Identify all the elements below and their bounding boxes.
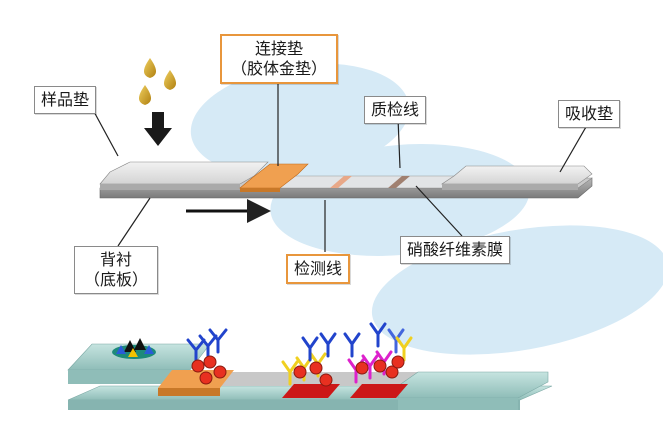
sample-drops: [138, 58, 177, 105]
backing-line1: 背衬: [99, 250, 132, 269]
label-sample-pad: 样品垫: [34, 86, 97, 114]
down-arrow-icon: [144, 112, 172, 146]
drop-icon: [143, 58, 157, 78]
backing-line2: （底板）: [83, 270, 148, 289]
bg-blob-top: [190, 63, 410, 177]
label-control-line: 质检线: [364, 96, 427, 124]
test-zone-block: [282, 384, 340, 398]
conjugate-pad-line2: （胶体金垫）: [230, 59, 327, 78]
bottom-absorbent-pad: [397, 371, 549, 399]
label-nitrocellulose-membrane: 硝酸纤维素膜: [400, 236, 511, 264]
sample-pad: [99, 161, 269, 185]
drop-icon: [138, 85, 152, 105]
conjugate-antibodies: [186, 328, 228, 385]
label-backing: 背衬 （底板）: [74, 246, 158, 294]
label-test-line: 检测线: [286, 254, 351, 284]
leader-lines: [91, 82, 591, 252]
label-absorbent-pad: 吸收垫: [558, 100, 621, 128]
absorbent-pad: [441, 165, 593, 185]
conjugate-pad-line1: 连接垫: [254, 39, 303, 58]
control-line: [388, 176, 410, 188]
antigen-cluster: [112, 338, 156, 359]
label-conjugate-pad: 连接垫 （胶体金垫）: [220, 34, 338, 84]
test-zone-antibodies: [281, 332, 337, 387]
drop-icon: [163, 70, 177, 90]
test-line: [330, 176, 352, 188]
test-strip-top: [99, 161, 593, 199]
control-zone-block: [350, 384, 408, 398]
control-zone-antibodies: [343, 322, 413, 384]
